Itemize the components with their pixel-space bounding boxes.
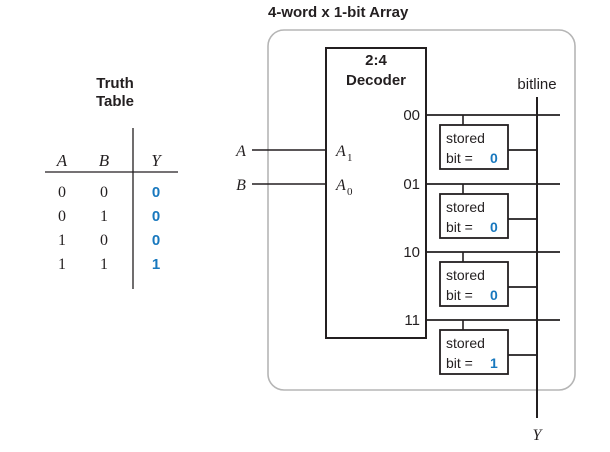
cell-y: 1 — [152, 256, 160, 273]
cell-a: 1 — [58, 232, 66, 249]
cell-value-prefix: bit = — [446, 287, 473, 303]
cell-a: 0 — [58, 184, 66, 201]
input-label-a: A — [235, 143, 246, 160]
cell-value: 1 — [490, 355, 498, 371]
cell-b: 0 — [100, 184, 108, 201]
cell-label: stored — [446, 199, 485, 215]
memory-cell-00: stored bit = 0 — [439, 115, 537, 170]
decoder-port-a1-label: A — [335, 143, 346, 160]
table-row: 1 1 1 — [58, 256, 160, 273]
truth-table-header-y: Y — [151, 151, 162, 170]
cell-value-prefix: bit = — [446, 355, 473, 371]
decoder-port-a0-label: A — [335, 177, 346, 194]
cell-b: 0 — [100, 232, 108, 249]
cell-b: 1 — [100, 256, 108, 273]
table-row: 1 0 0 — [58, 232, 160, 249]
memory-cell-01: stored bit = 0 — [439, 184, 537, 239]
decoder-title-line2: Decoder — [346, 72, 406, 89]
decoder-port-a0-subscript: 0 — [347, 186, 353, 198]
cell-y: 0 — [152, 184, 160, 201]
bitline-label: bitline — [517, 76, 556, 93]
cell-value-prefix: bit = — [446, 219, 473, 235]
decoder-title-line1: 2:4 — [365, 52, 387, 69]
cell-label: stored — [446, 130, 485, 146]
table-row: 0 0 0 — [58, 184, 160, 201]
cell-y: 0 — [152, 208, 160, 225]
memory-cell-11: stored bit = 1 — [439, 320, 537, 375]
cell-value: 0 — [490, 219, 498, 235]
decoder-port-a0: A 0 — [335, 177, 353, 198]
truth-table-header-b: B — [99, 151, 110, 170]
array-boundary — [267, 29, 576, 391]
cell-box — [439, 193, 509, 239]
cell-y: 0 — [152, 232, 160, 249]
cell-value: 0 — [490, 150, 498, 166]
output-label-y: Y — [533, 427, 544, 444]
cell-label: stored — [446, 267, 485, 283]
cell-label: stored — [446, 335, 485, 351]
cell-b: 1 — [100, 208, 108, 225]
memory-cell-10: stored bit = 0 — [439, 252, 537, 307]
cell-box — [439, 329, 509, 375]
truth-table-header-a: A — [56, 151, 68, 170]
cell-a: 0 — [58, 208, 66, 225]
cell-value: 0 — [490, 287, 498, 303]
truth-table-title-line1: Truth — [96, 75, 134, 92]
diagram-title: 4-word x 1-bit Array — [268, 4, 409, 21]
input-label-b: B — [236, 177, 246, 194]
decoder-output-10: 10 — [403, 244, 420, 261]
truth-table: Truth Table A B Y 0 0 0 0 1 0 1 0 0 1 1 … — [45, 75, 178, 289]
table-row: 0 1 0 — [58, 208, 160, 225]
cell-box — [439, 261, 509, 307]
decoder-output-01: 01 — [403, 176, 420, 193]
cell-box — [439, 124, 509, 170]
decoder-port-a1: A 1 — [335, 143, 353, 164]
cell-value-prefix: bit = — [446, 150, 473, 166]
truth-table-title-line2: Table — [96, 93, 134, 110]
decoder-output-11: 11 — [404, 312, 420, 329]
cell-a: 1 — [58, 256, 66, 273]
decoder-block — [325, 47, 427, 339]
decoder-port-a1-subscript: 1 — [347, 152, 353, 164]
decoder-output-00: 00 — [403, 107, 420, 124]
